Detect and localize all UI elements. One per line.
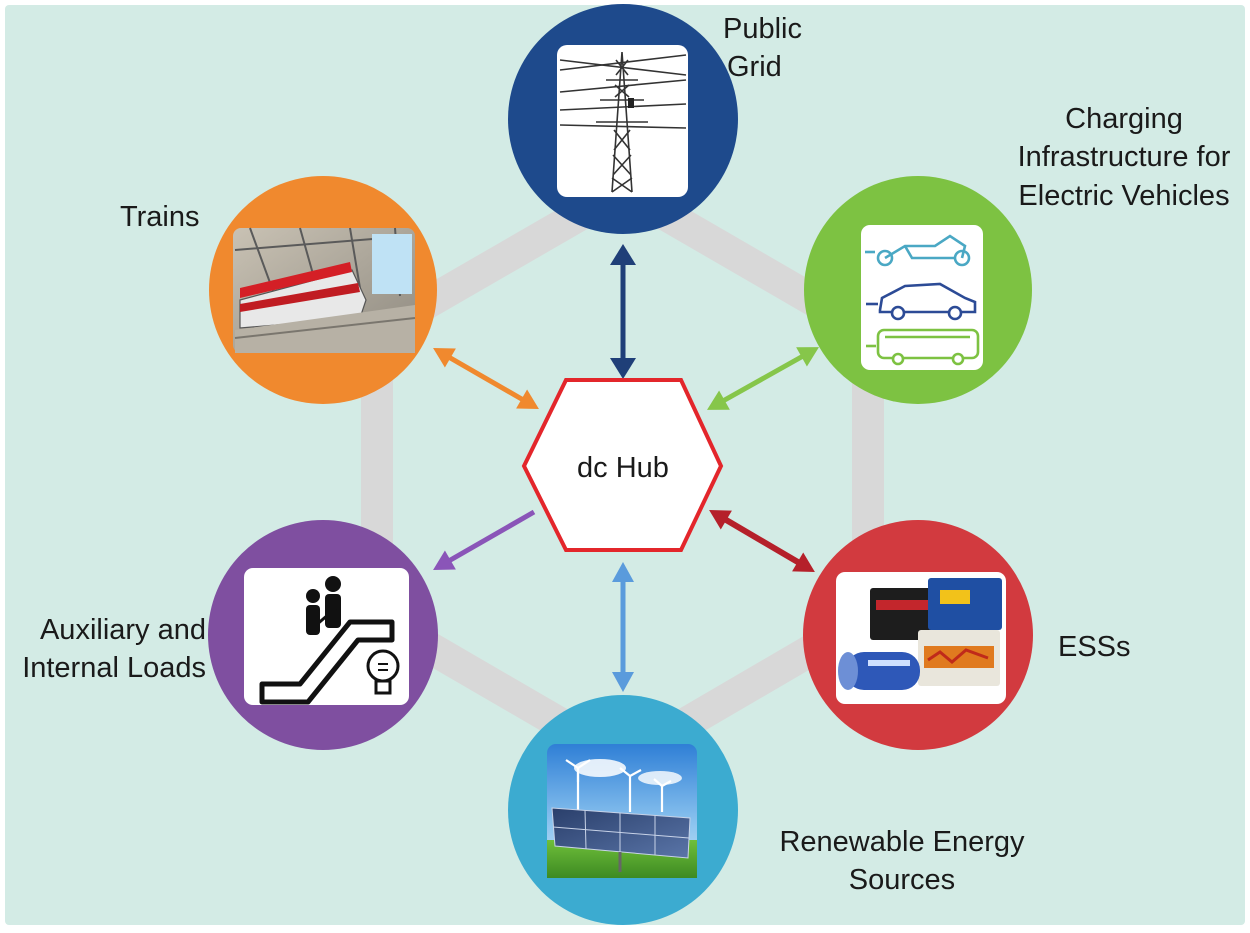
arrowhead [612,562,634,582]
escalator-lightbulb-icon [244,568,409,705]
label-line: Electric Vehicles [1018,179,1230,212]
arrow-trains [433,348,539,409]
arrowhead [792,552,815,573]
node-ess [803,520,1033,750]
train-icon [233,227,416,353]
label-line: Grid [727,51,782,84]
arrow-renewable [612,562,634,692]
label-line: Trains [120,201,200,233]
arrowhead [796,347,819,367]
node-charging [804,176,1032,404]
label-line: Public [723,13,802,45]
arrow-auxiliary [433,509,536,570]
label-line: Infrastructure for [1017,141,1231,174]
label-line: Internal Loads [22,652,206,685]
electric-vehicles-icon [861,225,983,370]
node-public-grid [508,4,738,234]
label-charging: Charging Infrastructure for Electric Veh… [1000,100,1248,215]
battery-icon [836,572,1006,704]
arrowhead [707,390,730,410]
label-line: Charging [1065,103,1183,135]
arrowhead [709,509,732,530]
solar-wind-icon [547,744,697,878]
label-line: Auxiliary and [39,614,206,646]
node-trains [209,176,437,404]
node-renewable [508,695,738,925]
node-auxiliary [208,520,438,750]
arrowhead [433,550,456,570]
arrow-ess [709,509,815,573]
arrow-charging [707,347,819,410]
arrowhead [433,348,456,368]
dc-hub-label: dc Hub [577,452,669,484]
arrowhead [612,672,634,692]
dc-hub-hexagon [521,378,724,552]
arrow-public-grid [610,244,636,379]
transmission-tower-icon [557,45,688,197]
label-auxiliary: Auxiliary and Internal Loads [0,611,206,688]
label-renewable: Renewable Energy Sources [752,823,1052,900]
arrowhead [516,389,539,409]
label-ess: ESSs [1058,628,1131,666]
label-public-grid: Public Grid [723,10,802,87]
label-trains: Trains [120,198,200,236]
label-line: Sources [848,864,956,897]
label-line: ESSs [1058,631,1131,663]
label-line: Renewable Energy [779,826,1025,858]
